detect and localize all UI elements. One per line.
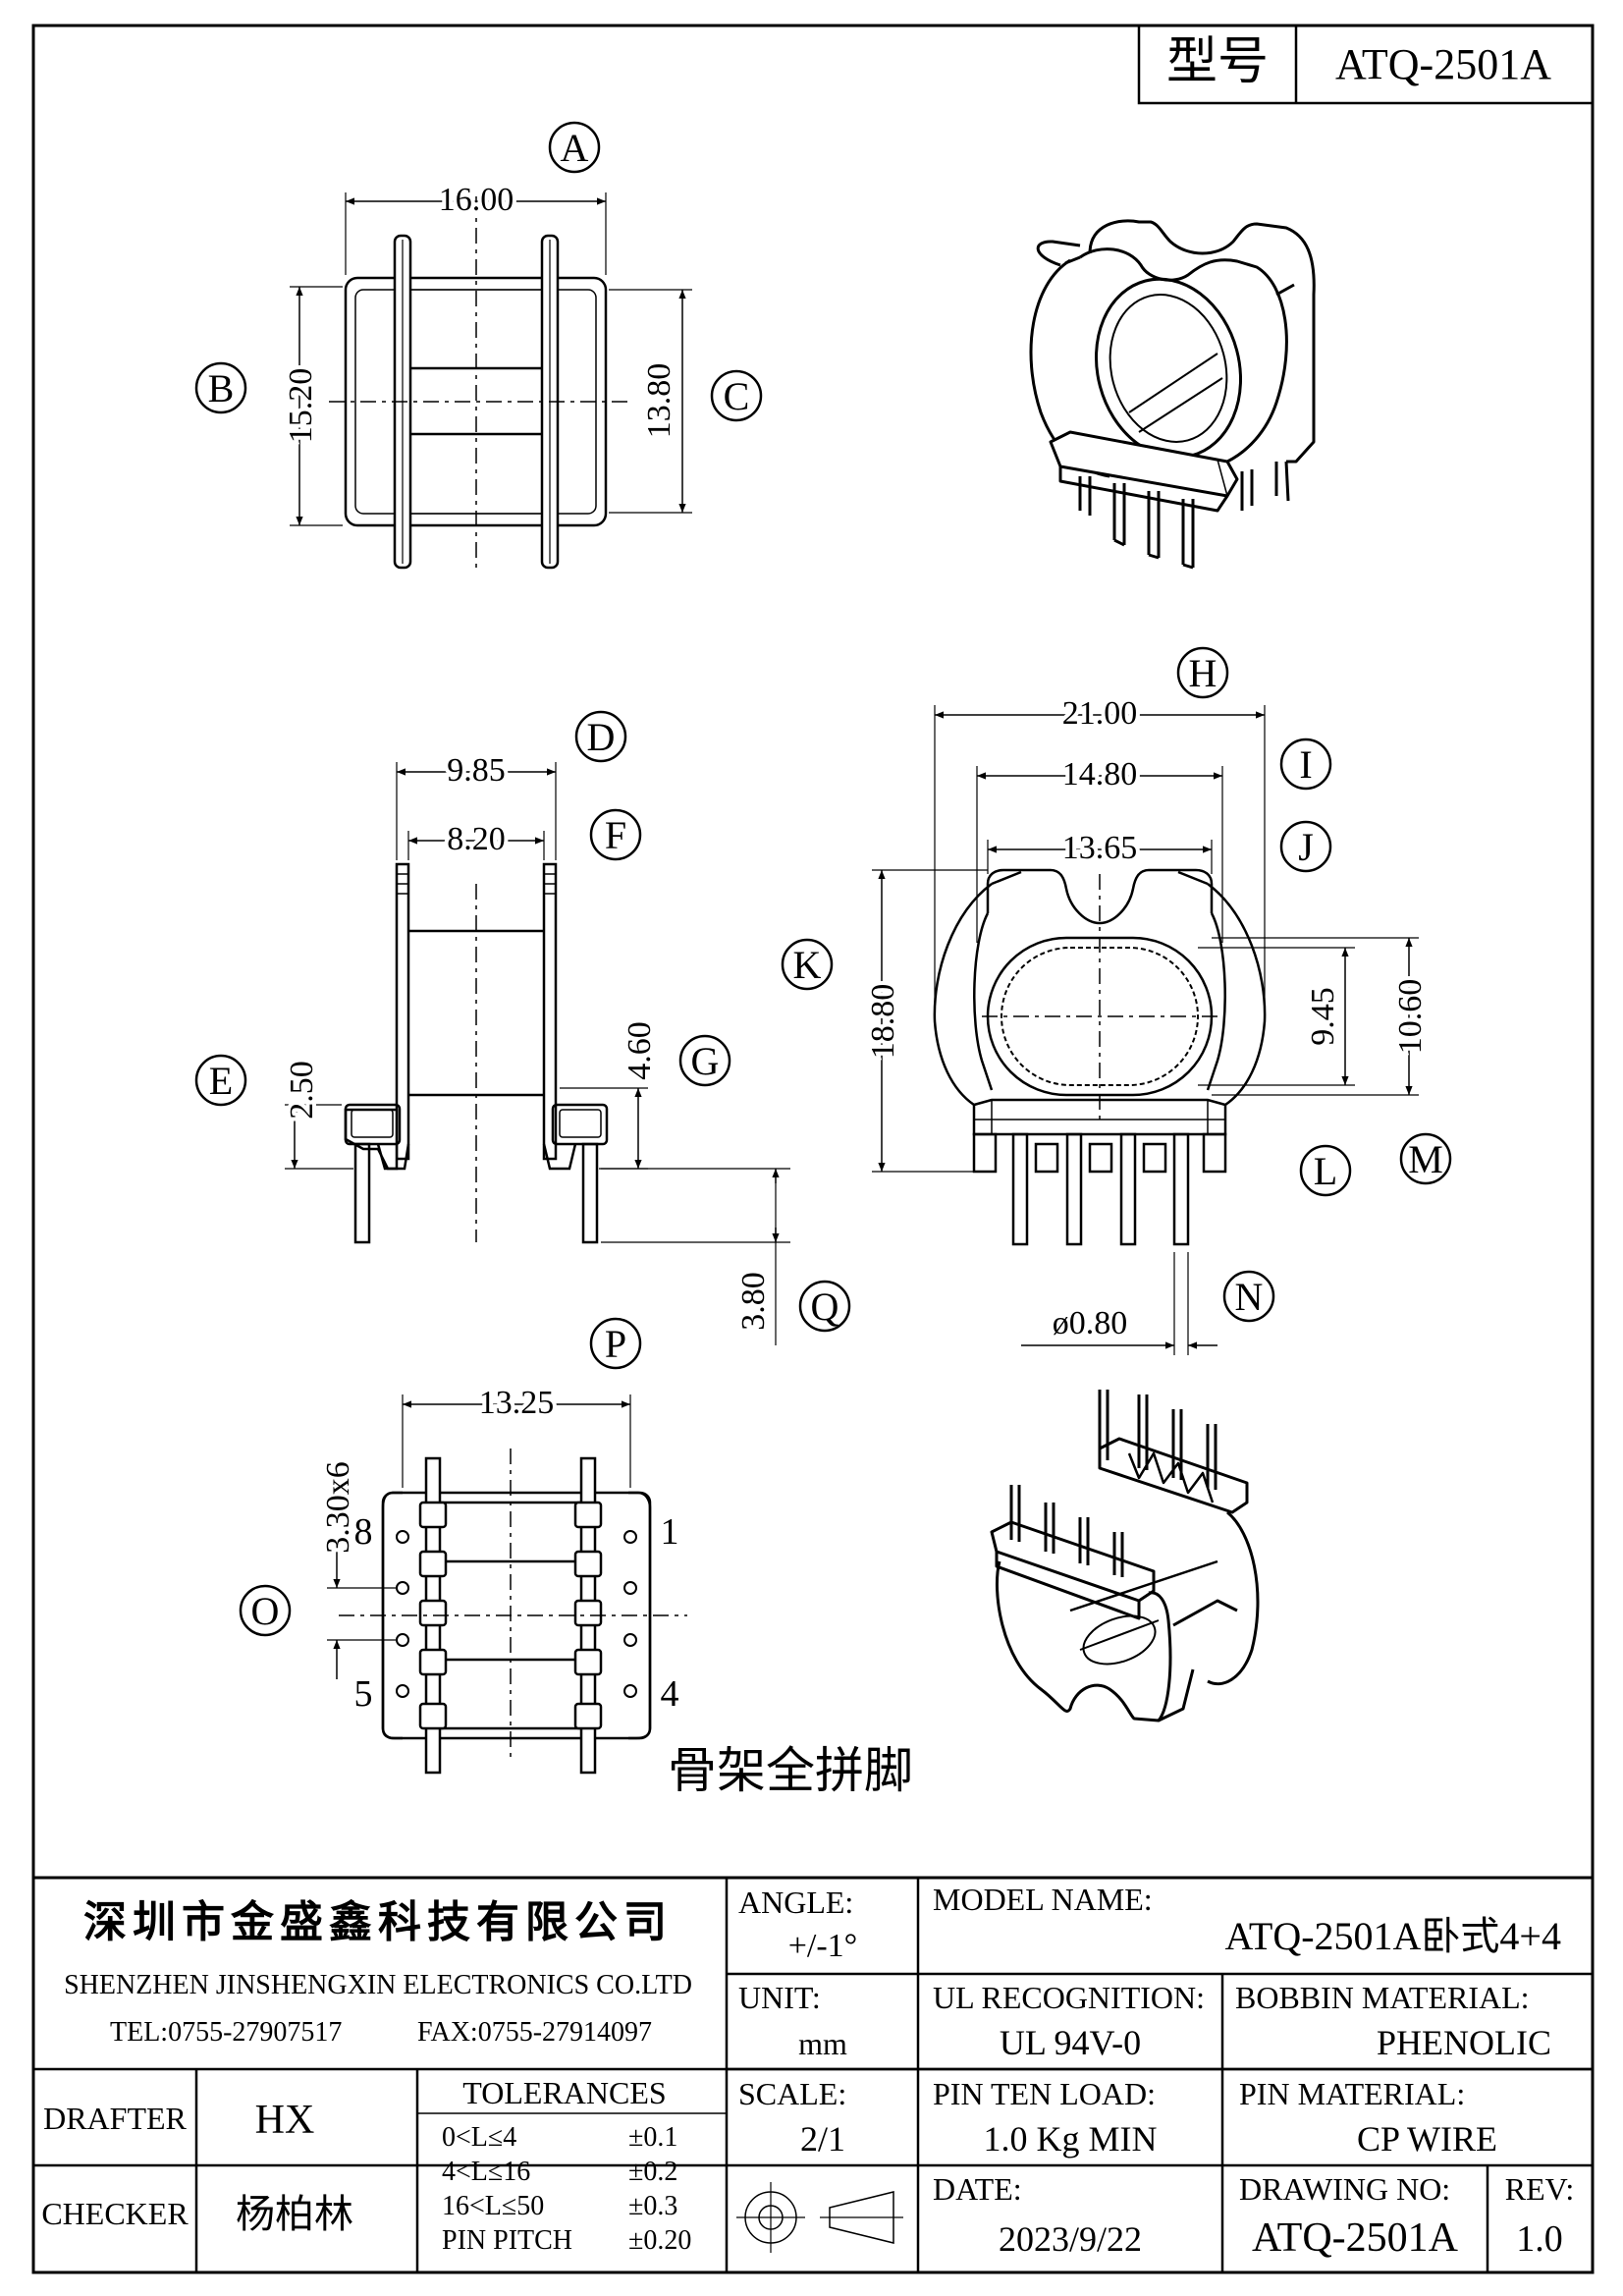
dim-g: 4.60: [622, 1021, 658, 1080]
front-view: [781, 646, 1452, 1355]
pin-number-1: 1: [661, 1511, 679, 1553]
checker-label: CHECKER: [41, 2196, 189, 2231]
tolerance-range: PIN PITCH: [442, 2225, 572, 2256]
model-header-value: ATQ-2501A: [1335, 40, 1551, 88]
tolerance-range: 4<L≤16: [442, 2157, 530, 2187]
tolerance-value: ±0.2: [628, 2157, 677, 2187]
label-g: G: [691, 1039, 720, 1083]
label-d: D: [587, 715, 616, 759]
company-name-cn: 深圳市金盛鑫科技有限公司: [83, 1898, 673, 1946]
pin-number-5: 5: [354, 1673, 373, 1715]
label-a: A: [561, 126, 589, 170]
date-value: 2023/9/22: [999, 2219, 1142, 2259]
drafter-value: HX: [255, 2098, 315, 2143]
unit-label: UNIT:: [738, 1980, 821, 2015]
drawing-frame: [31, 24, 1595, 2274]
label-j: J: [1298, 825, 1314, 869]
bobbin-note: 骨架全拼脚: [668, 1743, 913, 1798]
label-q: Q: [811, 1285, 839, 1329]
tolerance-table: 0<L≤4 ±0.1 4<L≤16 ±0.2 16<L≤50 ±0.3 PIN …: [442, 2122, 691, 2256]
label-i: I: [1299, 742, 1312, 787]
scale-value: 2/1: [800, 2119, 845, 2159]
dim-j: 13.65: [1062, 830, 1138, 866]
drafter-label: DRAFTER: [43, 2101, 187, 2136]
dim-p: 13.25: [479, 1385, 555, 1421]
bobbin-material-value: PHENOLIC: [1377, 2023, 1551, 2062]
tolerance-value: ±0.1: [628, 2122, 677, 2153]
tolerance-value: ±0.20: [628, 2225, 691, 2256]
dim-q: 3.80: [735, 1272, 772, 1331]
angle-label: ANGLE:: [738, 1885, 853, 1920]
pin-load-value: 1.0 Kg MIN: [984, 2119, 1158, 2159]
bobbin-material-label: BOBBIN MATERIAL:: [1235, 1980, 1530, 2015]
pin-number-8: 8: [354, 1511, 373, 1553]
dim-a: 16.00: [439, 182, 514, 218]
dim-c: 13.80: [641, 363, 677, 439]
label-f: F: [605, 813, 626, 857]
label-p: P: [605, 1322, 626, 1366]
tolerance-range: 0<L≤4: [442, 2122, 516, 2153]
checker-value: 杨柏林: [236, 2192, 353, 2236]
rev-label: REV:: [1505, 2171, 1575, 2207]
company-fax: FAX:0755-27914097: [417, 2017, 652, 2048]
ul-label: UL RECOGNITION:: [933, 1980, 1205, 2015]
bottom-view: [239, 1317, 687, 1775]
isometric-view-bottom: [990, 1390, 1260, 1722]
dim-n: ø0.80: [1053, 1305, 1128, 1341]
label-k: K: [793, 943, 822, 987]
tolerances-label: TOLERANCES: [462, 2075, 666, 2110]
label-n: N: [1235, 1275, 1264, 1319]
model-name-value: ATQ-2501A卧式4+4: [1224, 1914, 1561, 1958]
top-view: [194, 121, 763, 570]
label-m: M: [1408, 1137, 1443, 1181]
drawing-no-value: ATQ-2501A: [1252, 2215, 1459, 2261]
angle-value: +/-1°: [788, 1928, 858, 1964]
drawing-no-label: DRAWING NO:: [1239, 2171, 1450, 2207]
label-h: H: [1189, 651, 1217, 695]
dim-k: 18.80: [865, 984, 901, 1060]
label-l: L: [1314, 1149, 1337, 1193]
date-label: DATE:: [933, 2171, 1022, 2207]
dim-l: 9.45: [1305, 987, 1341, 1046]
dim-i: 14.80: [1062, 756, 1138, 793]
dim-e: 2.50: [284, 1061, 320, 1120]
label-b: B: [208, 366, 235, 410]
company-tel: TEL:0755-27907517: [110, 2017, 342, 2048]
tolerance-range: 16<L≤50: [442, 2191, 544, 2221]
dim-m: 10.60: [1392, 979, 1429, 1055]
isometric-view-top: [1029, 219, 1316, 570]
model-name-label: MODEL NAME:: [933, 1882, 1153, 1917]
tolerance-value: ±0.3: [628, 2191, 677, 2221]
pin-material-label: PIN MATERIAL:: [1239, 2076, 1465, 2111]
pin-material-value: CP WIRE: [1357, 2119, 1497, 2159]
unit-value: mm: [798, 2026, 847, 2061]
pin-load-label: PIN TEN LOAD:: [933, 2076, 1156, 2111]
model-header: 型号 ATQ-2501A: [1137, 24, 1595, 105]
dim-b: 15.20: [283, 368, 319, 444]
dim-f: 8.20: [447, 821, 506, 857]
label-c: C: [724, 374, 750, 418]
label-e: E: [209, 1059, 233, 1103]
ul-value: UL 94V-0: [1000, 2023, 1141, 2062]
rev-value: 1.0: [1516, 2218, 1563, 2260]
model-header-label: 型号: [1166, 34, 1269, 90]
side-view: [194, 710, 851, 1345]
dim-h: 21.00: [1062, 695, 1138, 732]
label-o: O: [251, 1589, 280, 1633]
dim-d: 9.85: [447, 752, 506, 789]
company-name-en: SHENZHEN JINSHENGXIN ELECTRONICS CO.LTD: [64, 1970, 692, 2000]
pin-number-4: 4: [661, 1673, 679, 1715]
scale-label: SCALE:: [738, 2076, 846, 2111]
dim-o: 3.30x6: [320, 1461, 356, 1554]
title-block: [33, 1876, 1593, 2272]
